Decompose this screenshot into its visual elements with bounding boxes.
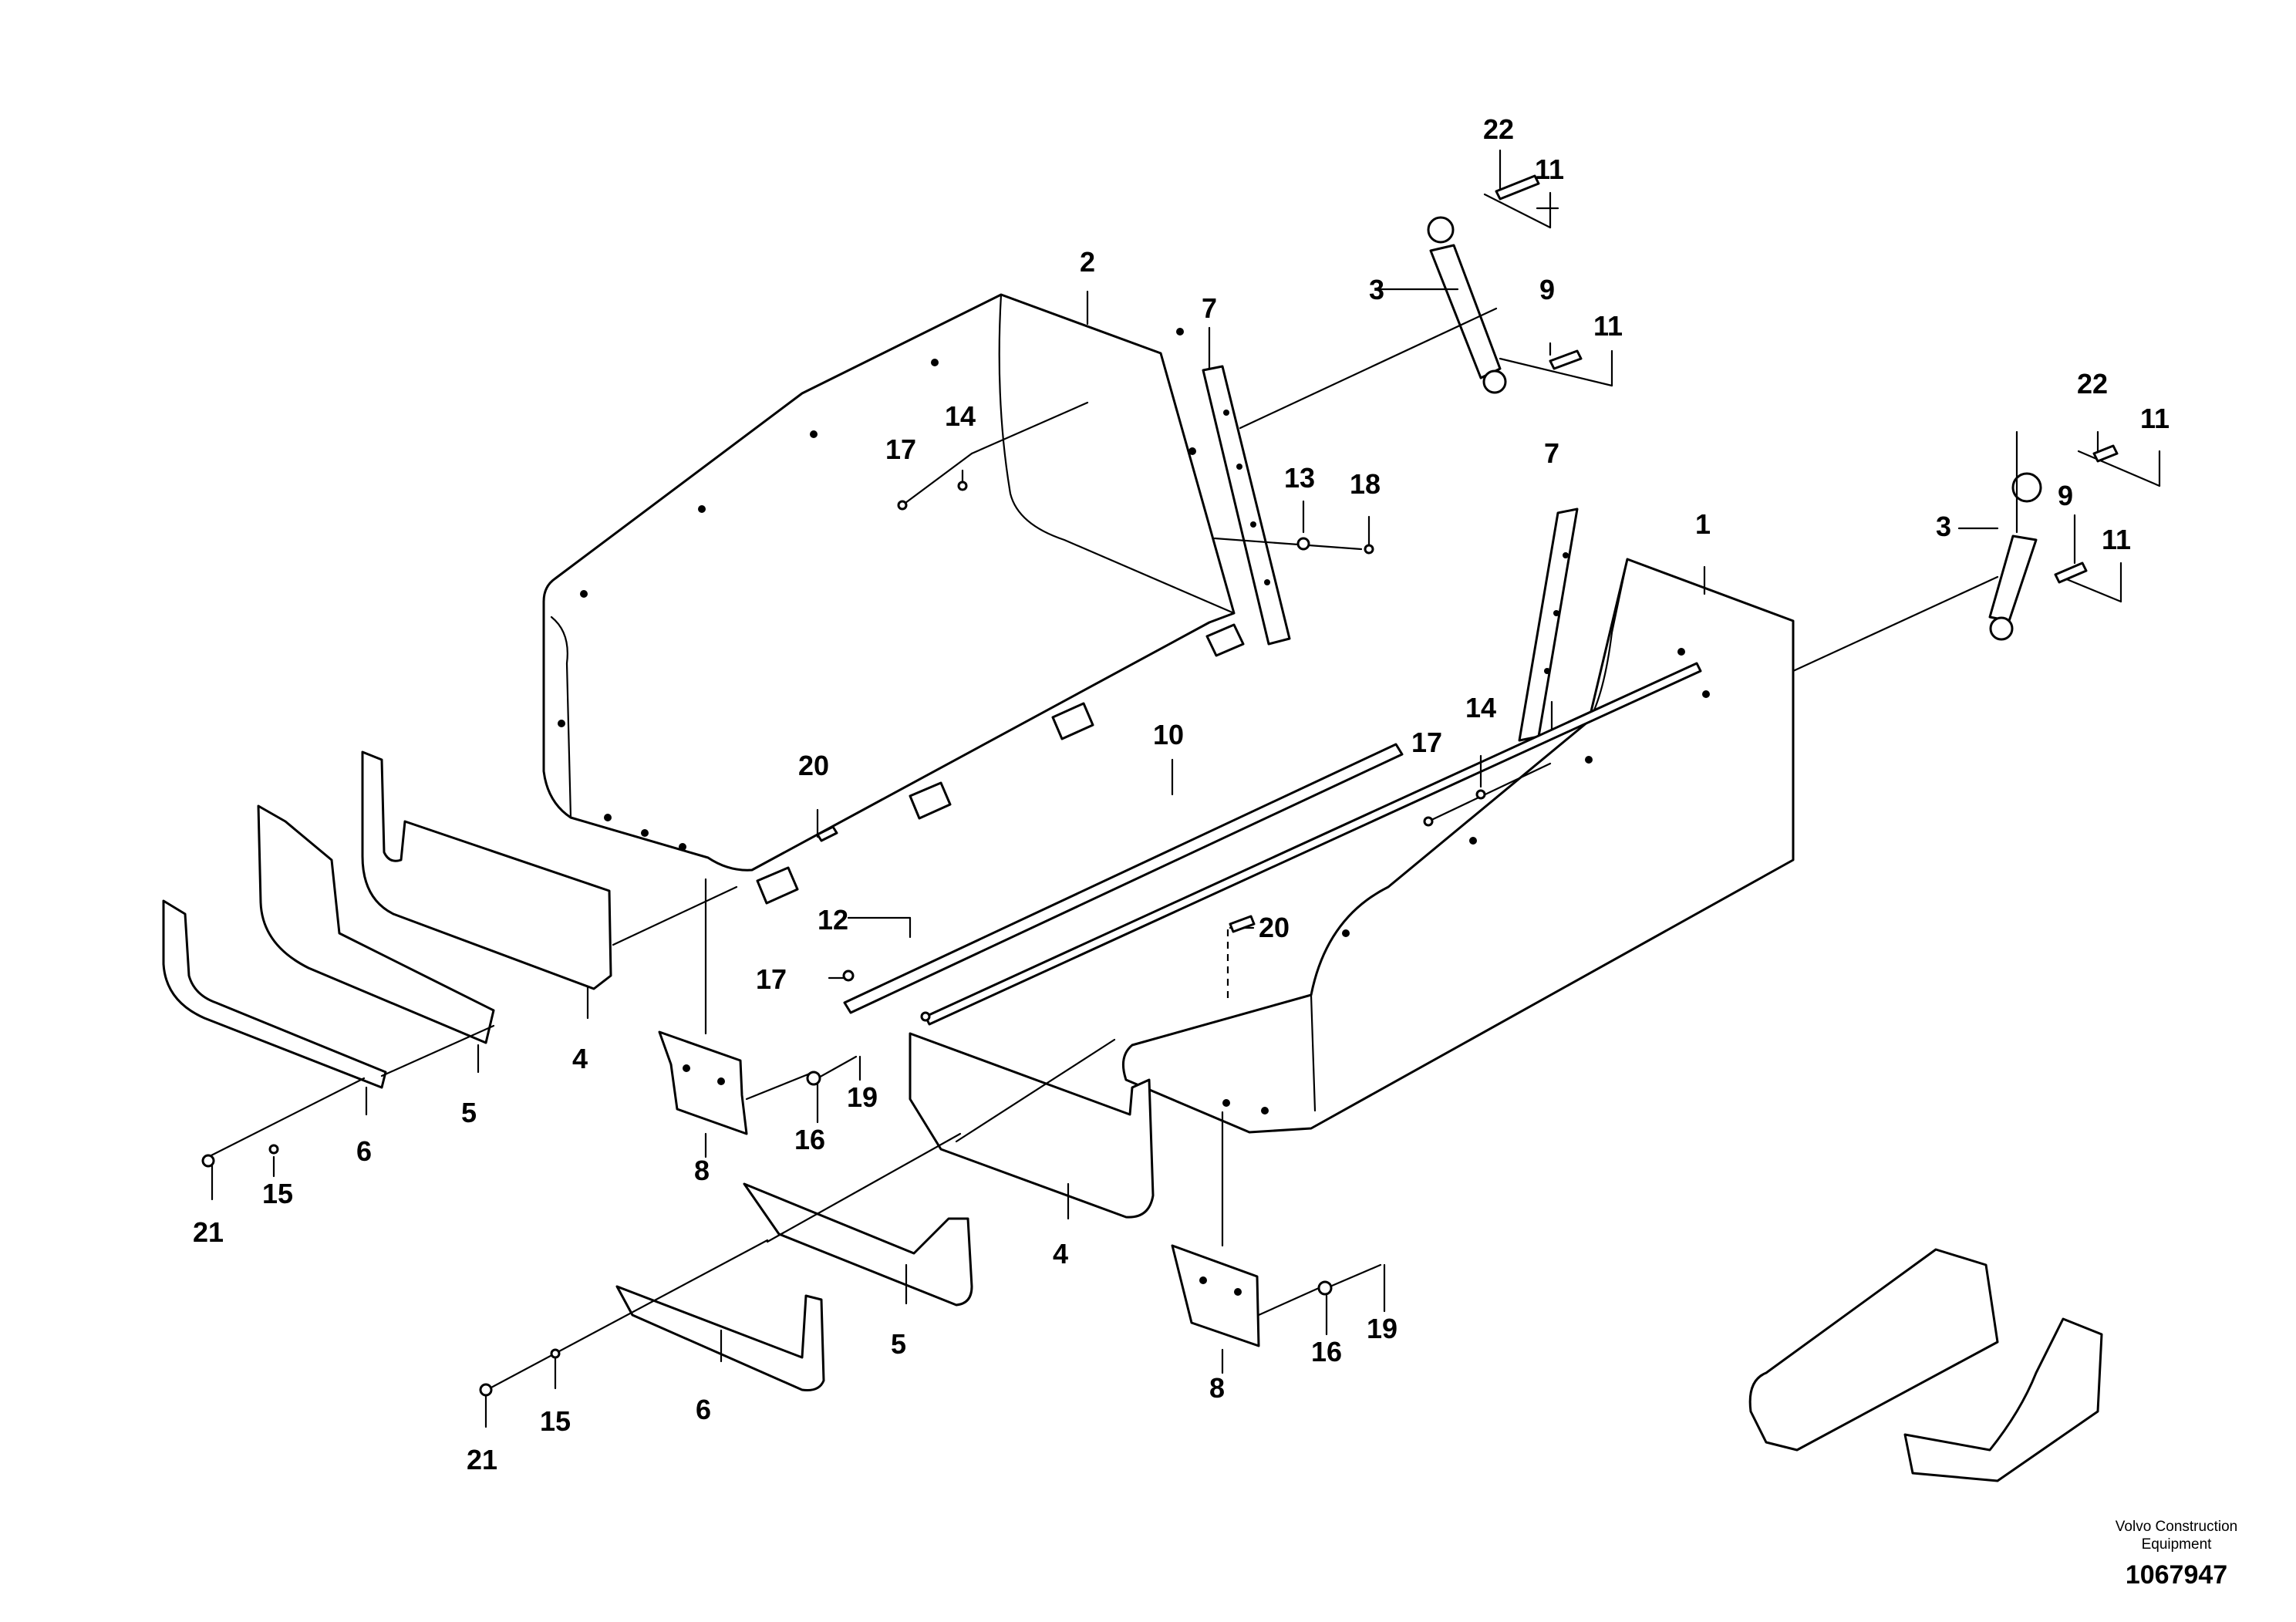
callout-4-left: 4 [572, 1043, 588, 1074]
callout-9-upper: 9 [1539, 274, 1555, 305]
callout-4-right: 4 [1053, 1238, 1068, 1270]
document-number: 1067947 [2126, 1560, 2227, 1590]
callout-21-left: 21 [193, 1216, 224, 1248]
part-liner-6-left [162, 899, 387, 1089]
callout-9-lower: 9 [2058, 480, 2073, 511]
hardware-bolts-and-washers [201, 174, 2119, 1397]
part-liner-5-left [257, 804, 495, 1044]
callout-14-lower: 14 [1465, 692, 1496, 723]
callout-16-right: 16 [1311, 1336, 1342, 1367]
callout-16-left: 16 [794, 1124, 825, 1155]
callout-8-right: 8 [1209, 1372, 1225, 1404]
callout-2: 2 [1080, 246, 1095, 278]
callout-14-upper: 14 [945, 400, 976, 432]
callout-labels: 22 11 3 9 11 2 7 14 17 13 18 22 11 3 9 1… [193, 113, 2170, 1475]
callout-15-right: 15 [540, 1405, 571, 1437]
part-liner-4-right [909, 1032, 1155, 1219]
callout-6-right: 6 [696, 1394, 711, 1425]
callout-19-right: 19 [1367, 1313, 1397, 1344]
callout-7-upper: 7 [1202, 292, 1217, 324]
callout-7-lower: 7 [1544, 437, 1559, 469]
assembly-thumbnail [1748, 1248, 2103, 1482]
callout-15-left: 15 [262, 1178, 293, 1209]
callout-22-lower: 22 [2077, 368, 2108, 400]
callout-5-right: 5 [891, 1328, 906, 1360]
brand-line-2: Equipment [2142, 1536, 2213, 1553]
callout-11-lower: 11 [2102, 524, 2131, 555]
callout-20-lower: 20 [1259, 912, 1290, 943]
callout-1: 1 [1695, 508, 1711, 540]
callout-5-left: 5 [461, 1097, 477, 1128]
callout-8-left: 8 [694, 1155, 710, 1186]
part-plate-8-right [1171, 1244, 1260, 1347]
callout-20-upper: 20 [798, 750, 829, 781]
footer-brand-block: Volvo Construction Equipment 1067947 [2116, 1519, 2237, 1590]
callout-17-upper: 17 [885, 433, 916, 465]
callout-6-left: 6 [356, 1135, 372, 1167]
callout-21-right: 21 [467, 1444, 497, 1475]
callout-3-lower: 3 [1936, 511, 1951, 542]
part-hydraulic-cylinder-lower [1988, 472, 2042, 641]
part-liner-5-right [743, 1182, 973, 1307]
callout-11-top: 11 [1535, 153, 1564, 185]
callout-18: 18 [1350, 468, 1381, 500]
part-plate-8-left [658, 1030, 748, 1135]
callout-17-lower: 17 [1411, 727, 1442, 758]
brand-line-1: Volvo Construction [2116, 1519, 2237, 1535]
callout-11-upper: 11 [1593, 310, 1623, 342]
part-strip-lower [1518, 508, 1579, 742]
callout-3-upper: 3 [1369, 274, 1384, 305]
callout-12: 12 [818, 904, 848, 936]
leader-lines [207, 149, 2161, 1428]
callout-13: 13 [1284, 462, 1315, 494]
part-strip-upper [1202, 365, 1291, 646]
part-side-box-upper [542, 293, 1236, 872]
callout-10: 10 [1153, 719, 1184, 750]
callout-17-middle: 17 [756, 963, 787, 995]
callout-11-lower-top: 11 [2140, 403, 2170, 434]
part-shaft [756, 623, 1702, 1026]
part-hydraulic-cylinder-upper [1427, 216, 1507, 394]
part-liner-4-left [361, 750, 612, 990]
callout-22-upper: 22 [1483, 113, 1514, 145]
callout-19-left: 19 [847, 1081, 878, 1113]
